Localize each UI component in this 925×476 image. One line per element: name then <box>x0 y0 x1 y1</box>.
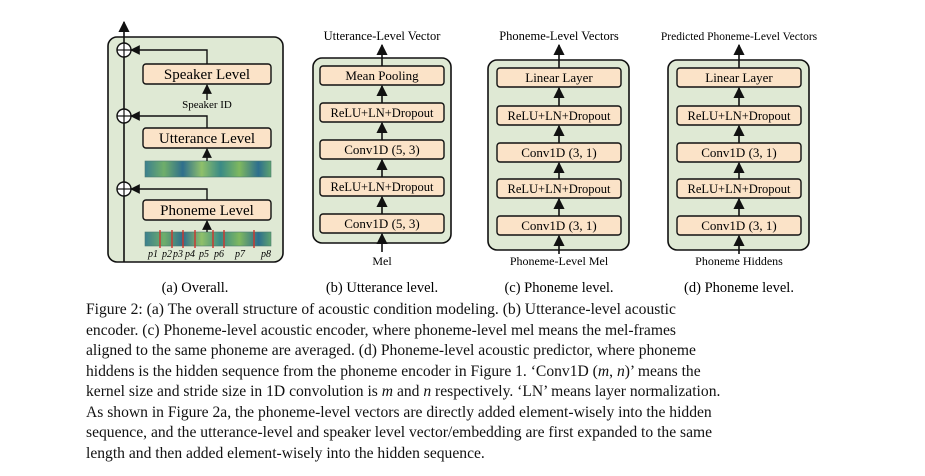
caption-line-5-and: and <box>393 383 424 400</box>
speaker-level-label: Speaker Level <box>164 67 250 83</box>
phoneme-spectrogram <box>144 231 272 247</box>
panel-b-block-2-label: ReLU+LN+Dropout <box>331 106 434 120</box>
caption-line-5-n: n <box>423 383 432 400</box>
panel-b-bottom-label: Mel <box>372 254 392 268</box>
caption-line-8: length and then added element-wisely int… <box>86 444 485 462</box>
caption-line-2: encoder. (c) Phoneme-level acoustic enco… <box>86 321 676 339</box>
panel-b-top-label: Utterance-Level Vector <box>324 29 442 43</box>
utterance-spectrogram <box>144 160 272 178</box>
phone-tick-p7: p7 <box>234 249 246 260</box>
panel-d: Predicted Phoneme-Level Vectors Linear L… <box>661 31 818 296</box>
caption-line-6: As shown in Figure 2a, the phoneme-level… <box>86 403 712 421</box>
add-circle-top <box>116 42 132 58</box>
panel-c-block-3-label: Conv1D (3, 1) <box>521 145 596 160</box>
caption-line-5-m: m <box>381 383 394 400</box>
panel-d-bottom-label: Phoneme Hiddens <box>695 254 783 268</box>
speaker-id-label: Speaker ID <box>182 99 232 111</box>
panel-c-bottom-label: Phoneme-Level Mel <box>510 254 609 268</box>
panel-c: Phoneme-Level Vectors Linear Layer ReLU+… <box>487 29 630 296</box>
caption-line-4-comma: , <box>609 362 617 380</box>
phone-tick-labels: p1 p2 p3 p4 p5 p6 p7 p8 <box>147 249 271 260</box>
panel-c-block-4-label: ReLU+LN+Dropout <box>508 182 611 196</box>
caption-line-5-end: respectively. ‘LN’ means layer normaliza… <box>431 383 721 400</box>
panel-d-block-1-label: Linear Layer <box>705 70 773 85</box>
panel-b-block-5-label: Conv1D (5, 3) <box>344 216 419 231</box>
phone-tick-p1: p1 <box>147 249 158 260</box>
caption-line-4-text: hiddens is the hidden sequence from the … <box>86 362 598 380</box>
phone-tick-p5: p5 <box>198 249 209 260</box>
phone-tick-p2: p2 <box>161 249 172 260</box>
caption-line-1: Figure 2: (a) The overall structure of a… <box>86 301 676 318</box>
add-circle-middle <box>116 108 132 124</box>
phone-tick-p8: p8 <box>260 249 271 260</box>
panel-d-subcaption: (d) Phoneme level. <box>684 280 794 296</box>
utterance-level-label: Utterance Level <box>159 131 255 147</box>
caption-line-3: aligned to the same phoneme are averaged… <box>86 342 696 359</box>
panel-b-block-4-label: ReLU+LN+Dropout <box>331 180 434 194</box>
panel-d-block-3-label: Conv1D (3, 1) <box>701 145 776 160</box>
panel-a-subcaption: (a) Overall. <box>162 280 229 296</box>
caption-line-4-m: m <box>597 362 610 380</box>
panel-b: Utterance-Level Vector Mean Pooling ReLU… <box>312 29 452 296</box>
phoneme-level-label: Phoneme Level <box>160 203 254 219</box>
add-circle-bottom <box>116 181 132 197</box>
caption-line-5: kernel size and stride size in 1D convol… <box>86 382 846 403</box>
panel-d-block-5-label: Conv1D (3, 1) <box>701 218 776 233</box>
panel-c-top-label: Phoneme-Level Vectors <box>499 29 619 43</box>
panel-c-block-5-label: Conv1D (3, 1) <box>521 218 596 233</box>
panel-b-subcaption: (b) Utterance level. <box>326 280 438 296</box>
caption-line-4-n: n <box>616 362 625 380</box>
phone-tick-p4: p4 <box>184 249 195 260</box>
panel-d-block-2-label: ReLU+LN+Dropout <box>688 109 791 123</box>
phone-tick-p6: p6 <box>213 249 224 260</box>
caption-line-4-end: )’ means the <box>624 362 701 380</box>
panel-c-subcaption: (c) Phoneme level. <box>504 280 613 296</box>
panel-d-top-label: Predicted Phoneme-Level Vectors <box>661 31 818 43</box>
caption-line-7: sequence, and the utterance-level and sp… <box>86 424 713 441</box>
caption-line-4: hiddens is the hidden sequence from the … <box>86 362 846 383</box>
phoneme-boundaries <box>159 230 255 248</box>
panel-c-block-1-label: Linear Layer <box>525 70 593 85</box>
caption-line-5-text: kernel size and stride size in 1D convol… <box>86 383 382 400</box>
panel-b-block-3-label: Conv1D (5, 3) <box>344 142 419 157</box>
panel-b-block-1-label: Mean Pooling <box>345 68 419 83</box>
figure-caption: Figure 2: (a) The overall structure of a… <box>86 300 846 464</box>
panel-c-block-2-label: ReLU+LN+Dropout <box>508 109 611 123</box>
panel-d-block-4-label: ReLU+LN+Dropout <box>688 182 791 196</box>
phone-tick-p3: p3 <box>172 249 183 260</box>
figure-diagram: Speaker Level Speaker ID Utterance Level… <box>107 20 818 296</box>
panel-a: Speaker Level Speaker ID Utterance Level… <box>107 20 284 296</box>
